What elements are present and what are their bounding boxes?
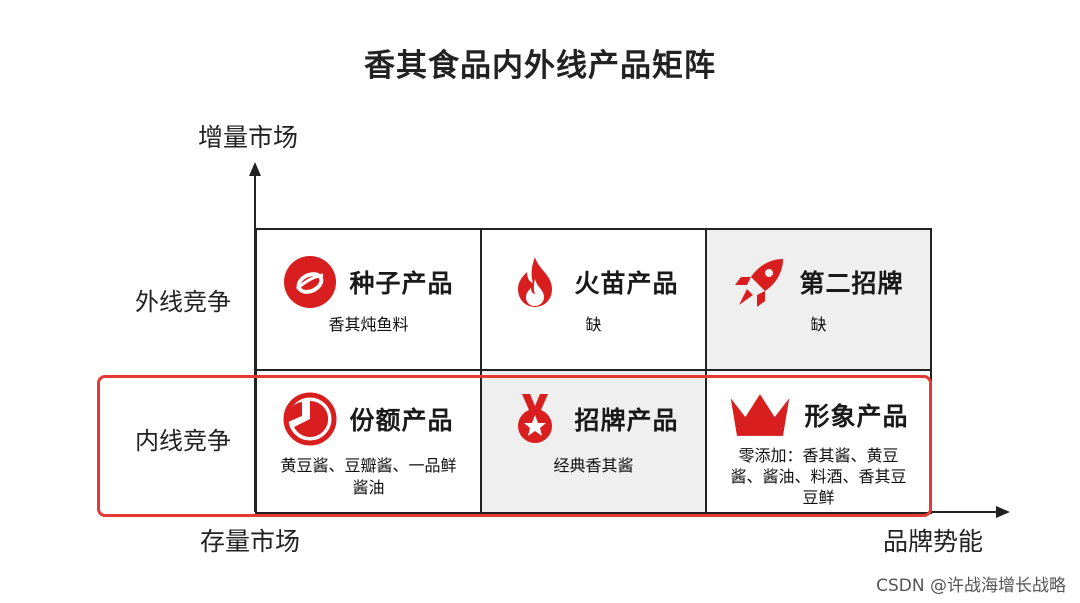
y-axis-top-label: 增量市场 bbox=[198, 123, 299, 152]
cell-title: 招牌产品 bbox=[574, 406, 679, 435]
rocket-icon bbox=[735, 259, 784, 307]
cell-desc: 缺 bbox=[810, 315, 827, 334]
pie-chart-icon bbox=[283, 392, 337, 446]
cell-signature-product: 招牌产品 经典香其酱 bbox=[480, 369, 707, 514]
cell-desc: 缺 bbox=[585, 315, 602, 334]
flame-icon bbox=[518, 257, 553, 307]
cell-title: 种子产品 bbox=[349, 269, 454, 298]
cell-title: 份额产品 bbox=[349, 406, 454, 435]
cell-seed-product: 种子产品 香其炖鱼料 bbox=[255, 228, 482, 371]
x-axis-origin-label: 存量市场 bbox=[200, 527, 301, 556]
row-label-inner: 内线竞争 bbox=[135, 427, 231, 455]
row-label-outer: 外线竞争 bbox=[135, 288, 231, 316]
cell-title: 形象产品 bbox=[804, 402, 909, 431]
cell-title: 第二招牌 bbox=[799, 269, 904, 298]
cell-flame-product: 火苗产品 缺 bbox=[480, 228, 707, 371]
crown-icon bbox=[731, 394, 790, 436]
cell-image-product: 形象产品 零添加：香其酱、黄豆酱、酱油、料酒、香其豆豆鲜 bbox=[705, 369, 932, 514]
seed-disc-icon bbox=[284, 256, 337, 308]
watermark: CSDN @许战海增长战略 bbox=[876, 576, 1066, 596]
x-axis-end-label: 品牌势能 bbox=[883, 527, 984, 556]
cell-second-signature: 第二招牌 缺 bbox=[705, 228, 932, 371]
cell-title: 火苗产品 bbox=[574, 269, 679, 298]
cell-desc: 零添加：香其酱、黄豆酱、酱油、料酒、香其豆豆鲜 bbox=[730, 446, 907, 507]
inner-competition-highlight bbox=[97, 375, 932, 517]
y-axis-arrow bbox=[249, 162, 261, 176]
x-axis-arrow bbox=[996, 506, 1010, 518]
cell-desc: 黄豆酱、豆瓣酱、一品鲜酱油 bbox=[280, 456, 457, 497]
medal-star-icon bbox=[518, 394, 553, 443]
cell-share-product: 份额产品 黄豆酱、豆瓣酱、一品鲜酱油 bbox=[255, 369, 482, 514]
cell-desc: 经典香其酱 bbox=[553, 456, 634, 475]
cell-desc: 香其炖鱼料 bbox=[328, 315, 409, 334]
page-title: 香其食品内外线产品矩阵 bbox=[364, 48, 716, 84]
